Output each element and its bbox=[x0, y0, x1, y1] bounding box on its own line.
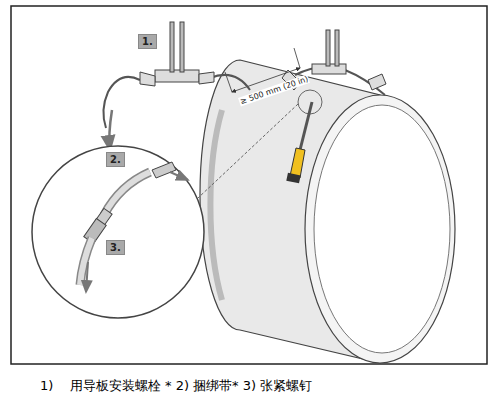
frame bbox=[11, 6, 487, 364]
callout-number: 1. bbox=[138, 34, 157, 49]
detail-inset bbox=[32, 146, 204, 318]
screwdriver bbox=[286, 102, 312, 183]
caption: 1) 用导板安装螺栓 * 2) 捆绑带* 3) 张紧螺钉 bbox=[40, 377, 312, 395]
detail-leader bbox=[198, 104, 298, 198]
callout-number: 3. bbox=[106, 240, 125, 255]
exploded-bracket bbox=[103, 22, 250, 150]
mounted-bracket bbox=[282, 30, 386, 114]
pipe bbox=[200, 60, 455, 363]
callout-number: 2. bbox=[106, 152, 125, 167]
